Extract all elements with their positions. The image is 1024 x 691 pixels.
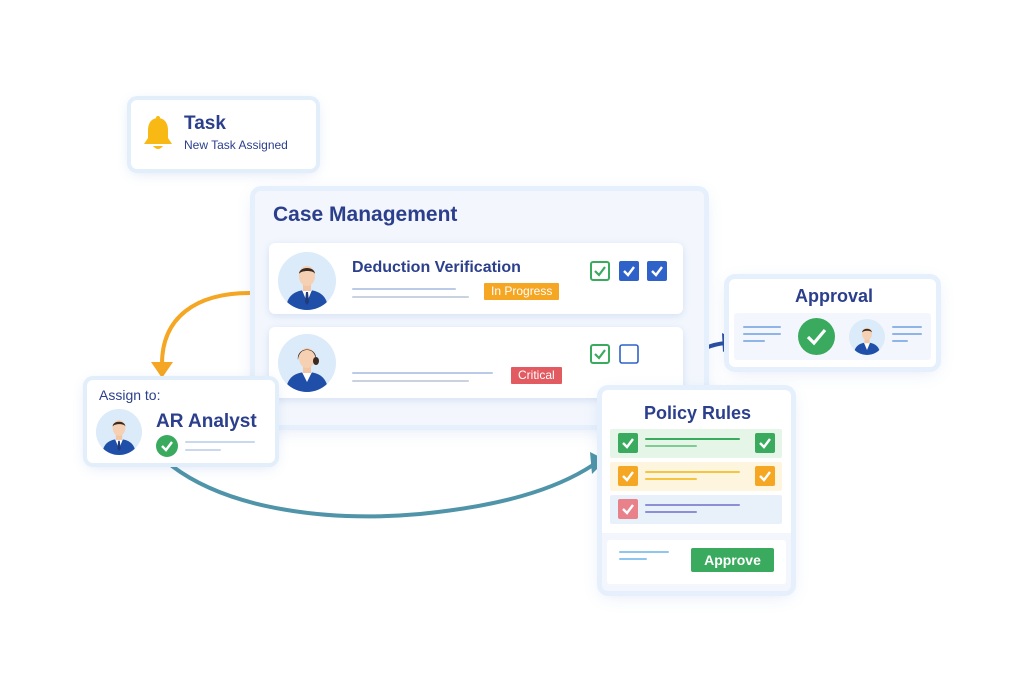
checkbox-checked-filled[interactable] xyxy=(619,261,639,281)
arrow-assign-to-policy-head xyxy=(590,452,606,474)
placeholder-line xyxy=(743,340,765,342)
case-item-title: Deduction Verification xyxy=(352,259,521,276)
placeholder-line xyxy=(645,445,697,447)
approve-footer: Approve xyxy=(607,540,786,584)
checkbox-checked-outline[interactable] xyxy=(590,344,610,364)
placeholder-line xyxy=(645,478,697,480)
male-agent-avatar xyxy=(278,252,336,310)
placeholder-line xyxy=(743,326,781,328)
task-title: Task xyxy=(184,113,226,134)
task-notification-card[interactable]: Task New Task Assigned xyxy=(131,100,316,169)
arrow-case-to-assign xyxy=(160,291,252,366)
case-management-panel: Case Management Deduction Verification I… xyxy=(255,191,704,425)
placeholder-line xyxy=(619,551,669,553)
placeholder-line xyxy=(645,471,740,473)
placeholder-line xyxy=(352,372,493,374)
ar-analyst-avatar xyxy=(96,409,142,455)
placeholder-line xyxy=(619,558,647,560)
placeholder-line xyxy=(645,438,740,440)
placeholder-line xyxy=(352,296,469,298)
arrow-assign-to-policy xyxy=(170,463,595,519)
status-badge-critical: Critical xyxy=(511,367,562,384)
approval-title: Approval xyxy=(795,286,874,306)
case-item-deduction-verification[interactable]: Deduction Verification In Progress xyxy=(269,243,683,314)
checkbox-checked-orange[interactable] xyxy=(755,466,775,486)
placeholder-line xyxy=(892,326,922,328)
rule-row-red[interactable] xyxy=(610,495,782,524)
placeholder-line xyxy=(645,504,740,506)
rule-row-green[interactable] xyxy=(610,429,782,458)
assign-label: Assign to: xyxy=(99,387,161,403)
female-agent-avatar xyxy=(278,334,336,392)
arrow-case-to-assign-head xyxy=(151,362,173,378)
approval-row xyxy=(734,313,931,360)
checkbox-checked-orange[interactable] xyxy=(618,466,638,486)
checkbox-checked-pink[interactable] xyxy=(618,499,638,519)
assignee-name: AR Analyst xyxy=(156,411,257,432)
bell-icon xyxy=(141,116,175,152)
checkbox-checked-outline[interactable] xyxy=(590,261,610,281)
approval-card[interactable]: Approval xyxy=(729,279,936,367)
checkbox-empty[interactable] xyxy=(619,344,639,364)
case-management-title: Case Management xyxy=(273,203,458,226)
checkbox-checked-green[interactable] xyxy=(618,433,638,453)
check-circle-icon xyxy=(156,435,178,457)
placeholder-line xyxy=(352,288,456,290)
approved-check-icon xyxy=(798,318,835,355)
status-badge-in-progress: In Progress xyxy=(484,283,560,300)
policy-rules-card: Policy Rules Approve xyxy=(602,390,791,591)
checkbox-checked-filled[interactable] xyxy=(647,261,667,281)
placeholder-line xyxy=(185,449,221,451)
placeholder-line xyxy=(892,333,922,335)
placeholder-line xyxy=(185,441,255,443)
case-item-critical[interactable]: Critical xyxy=(269,327,683,398)
policy-rules-title: Policy Rules xyxy=(644,403,752,423)
placeholder-line xyxy=(743,333,781,335)
placeholder-line xyxy=(645,511,697,513)
rule-row-orange[interactable] xyxy=(610,462,782,491)
task-subtitle: New Task Assigned xyxy=(184,138,288,152)
assign-to-card[interactable]: Assign to: AR Analyst xyxy=(87,380,275,463)
placeholder-line xyxy=(352,380,469,382)
placeholder-line xyxy=(892,340,908,342)
checkbox-checked-green[interactable] xyxy=(755,433,775,453)
approve-button[interactable]: Approve xyxy=(691,548,774,572)
approver-avatar xyxy=(849,319,885,355)
